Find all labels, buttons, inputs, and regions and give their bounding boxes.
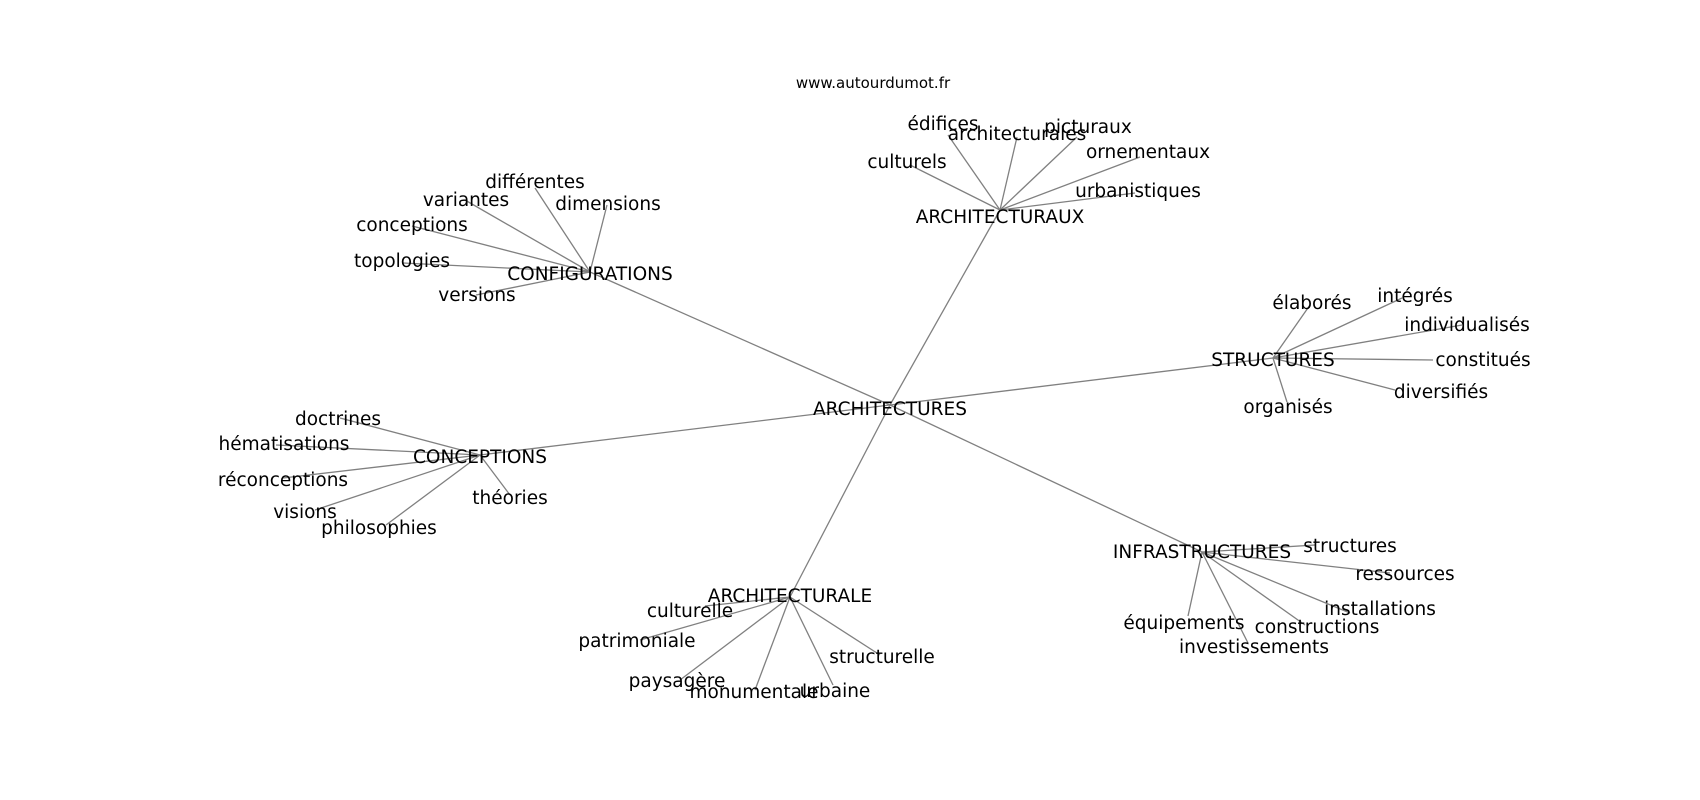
leaf-node-label: individualisés: [1404, 315, 1530, 336]
edge-hub-leaf: [589, 204, 608, 273]
leaf-node-label: doctrines: [295, 409, 381, 430]
edge-hub-leaf: [411, 225, 591, 273]
leaf-node-label: organisés: [1243, 397, 1332, 418]
leaf-node-label: topologies: [354, 251, 450, 272]
leaf-node-label: dimensions: [555, 194, 660, 215]
leaf-node-label: architecturales: [948, 124, 1086, 145]
leaf-node-label: philosophies: [321, 518, 437, 539]
leaf-node-label: intégrés: [1377, 286, 1452, 307]
graph-edges: [275, 134, 1463, 691]
leaf-node-label: monumentale: [689, 682, 818, 703]
hub-node-label: STRUCTURES: [1211, 350, 1334, 371]
leaf-node-label: ressources: [1355, 564, 1454, 585]
edge-hub-leaf: [385, 454, 481, 526]
leaf-node-label: théories: [472, 488, 547, 509]
hub-node-label: CONCEPTIONS: [413, 447, 547, 468]
leaf-node-label: structures: [1303, 536, 1397, 557]
edge-hub-leaf: [947, 134, 1001, 211]
edge-hub-leaf: [1201, 544, 1316, 553]
edge-hub-leaf: [534, 187, 591, 273]
leaf-node-label: constructions: [1255, 617, 1380, 638]
leaf-node-label: édifices: [907, 114, 978, 135]
edge-root-hub: [789, 404, 891, 598]
edge-hub-leaf: [754, 596, 791, 691]
leaf-node-label: paysagère: [629, 671, 726, 692]
hub-node-label: ARCHITECTURALE: [708, 586, 872, 607]
leaf-node-label: ornementaux: [1086, 142, 1210, 163]
edge-hub-leaf: [1272, 324, 1463, 359]
edge-hub-leaf: [999, 156, 1141, 211]
edge-root-hub: [889, 404, 1203, 553]
leaf-node-label: différentes: [485, 172, 585, 193]
leaf-node-label: élaborés: [1272, 293, 1351, 314]
edge-hub-leaf: [402, 262, 591, 273]
hub-node-label: INFRASTRUCTURES: [1113, 542, 1291, 563]
edge-hub-leaf: [999, 136, 1078, 211]
edge-hub-leaf: [999, 192, 1136, 211]
edge-hub-leaf: [475, 271, 591, 296]
edge-hub-leaf: [789, 596, 881, 656]
edge-hub-leaf: [909, 164, 1001, 211]
edge-hub-leaf: [789, 596, 834, 686]
leaf-node-label: structurelle: [829, 647, 935, 668]
edge-hub-leaf: [1201, 551, 1306, 626]
edge-hub-leaf: [1201, 551, 1351, 614]
leaf-node-label: diversifiés: [1394, 382, 1488, 403]
edge-hub-leaf: [1272, 357, 1288, 403]
source-label: www.autourdumot.fr: [796, 74, 951, 92]
edge-root-hub: [889, 357, 1274, 406]
leaf-node-label: patrimoniale: [578, 631, 695, 652]
leaf-node-label: conceptions: [356, 215, 468, 236]
edge-hub-leaf: [639, 596, 791, 641]
leaf-node-label: urbaine: [800, 681, 871, 702]
hub-node-label: CONFIGURATIONS: [507, 264, 673, 285]
edge-root-hub: [479, 404, 891, 456]
edge-hub-leaf: [1272, 304, 1311, 359]
edge-hub-leaf: [275, 444, 481, 456]
leaf-node-label: versions: [438, 285, 515, 306]
leaf-node-label: équipements: [1123, 613, 1244, 634]
edge-root-hub: [889, 209, 1001, 406]
hub-node-label: ARCHITECTURAUX: [916, 207, 1085, 228]
edge-hub-leaf: [1187, 551, 1203, 617]
leaf-node-label: hématisations: [219, 434, 350, 455]
edge-hub-leaf: [1272, 357, 1434, 361]
edge-hub-leaf: [282, 454, 481, 479]
leaf-node-label: constitués: [1435, 350, 1530, 371]
leaf-node-label: culturels: [867, 152, 946, 173]
leaf-node-label: urbanistiques: [1075, 181, 1201, 202]
leaf-node-label: visions: [273, 502, 337, 523]
edge-hub-leaf: [999, 136, 1018, 211]
graph-labels: www.autourdumot.fr ARCHITECTURES ARCHITEC…: [218, 74, 1531, 703]
edge-hub-leaf: [1272, 357, 1396, 391]
leaf-node-label: variantes: [423, 190, 509, 211]
edge-hub-leaf: [464, 199, 591, 273]
root-node-label: ARCHITECTURES: [813, 399, 967, 420]
leaf-node-label: culturelle: [647, 601, 733, 622]
leaf-node-label: installations: [1324, 599, 1436, 620]
edge-hub-leaf: [1201, 551, 1391, 574]
leaf-node-label: réconceptions: [218, 470, 348, 491]
edge-root-hub: [589, 271, 891, 406]
edge-hub-leaf: [479, 454, 511, 496]
edge-hub-leaf: [1272, 297, 1403, 359]
edge-hub-leaf: [679, 596, 791, 681]
edge-hub-leaf: [704, 596, 791, 607]
edge-hub-leaf: [314, 454, 481, 511]
leaf-node-label: investissements: [1179, 637, 1329, 658]
leaf-node-label: picturaux: [1044, 117, 1132, 138]
edge-hub-leaf: [1201, 551, 1249, 644]
edge-hub-leaf: [339, 417, 481, 456]
